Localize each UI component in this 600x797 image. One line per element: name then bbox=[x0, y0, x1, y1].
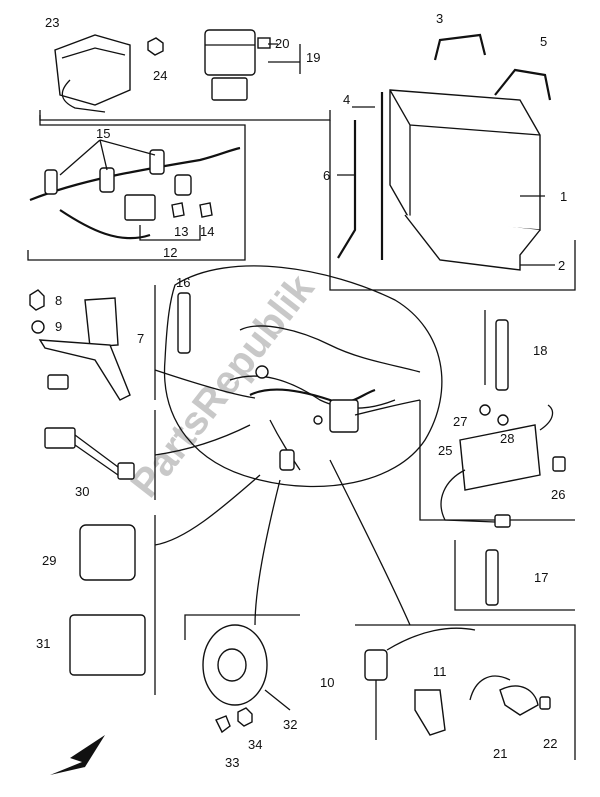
label-32: 32 bbox=[283, 717, 297, 732]
label-31: 31 bbox=[36, 636, 50, 651]
label-5: 5 bbox=[540, 34, 547, 49]
central-harness-frame bbox=[163, 265, 443, 488]
battery-group bbox=[329, 33, 576, 291]
label-15: 15 bbox=[96, 126, 110, 141]
label-34: 34 bbox=[248, 737, 262, 752]
label-23: 23 bbox=[45, 15, 59, 30]
part-labels: 23 24 20 19 3 5 4 1 6 2 15 13 14 12 16 8… bbox=[36, 11, 567, 770]
label-18: 18 bbox=[533, 343, 547, 358]
label-28: 28 bbox=[500, 431, 514, 446]
label-29: 29 bbox=[42, 553, 56, 568]
label-3: 3 bbox=[436, 11, 443, 26]
arrow-down-left-icon bbox=[50, 735, 105, 775]
label-12: 12 bbox=[163, 245, 177, 260]
label-19: 19 bbox=[306, 50, 320, 65]
label-22: 22 bbox=[543, 736, 557, 751]
label-30: 30 bbox=[75, 484, 89, 499]
label-27: 27 bbox=[453, 414, 467, 429]
relay-group-top-left bbox=[39, 29, 331, 121]
label-7: 7 bbox=[137, 331, 144, 346]
label-9: 9 bbox=[55, 319, 62, 334]
label-17: 17 bbox=[534, 570, 548, 585]
label-14: 14 bbox=[200, 224, 214, 239]
label-33: 33 bbox=[225, 755, 239, 770]
left-column-parts bbox=[29, 285, 261, 695]
label-26: 26 bbox=[551, 487, 565, 502]
label-2: 2 bbox=[558, 258, 565, 273]
label-25: 25 bbox=[438, 443, 452, 458]
label-1: 1 bbox=[560, 189, 567, 204]
label-21: 21 bbox=[493, 746, 507, 761]
right-column-parts bbox=[329, 310, 575, 626]
label-10: 10 bbox=[320, 675, 334, 690]
label-4: 4 bbox=[343, 92, 350, 107]
label-13: 13 bbox=[174, 224, 188, 239]
label-8: 8 bbox=[55, 293, 62, 308]
connector-group bbox=[27, 115, 246, 261]
label-20: 20 bbox=[275, 36, 289, 51]
label-24: 24 bbox=[153, 68, 167, 83]
label-11: 11 bbox=[433, 664, 447, 679]
label-16: 16 bbox=[176, 275, 190, 290]
bottom-parts bbox=[184, 479, 576, 760]
label-6: 6 bbox=[323, 168, 330, 183]
